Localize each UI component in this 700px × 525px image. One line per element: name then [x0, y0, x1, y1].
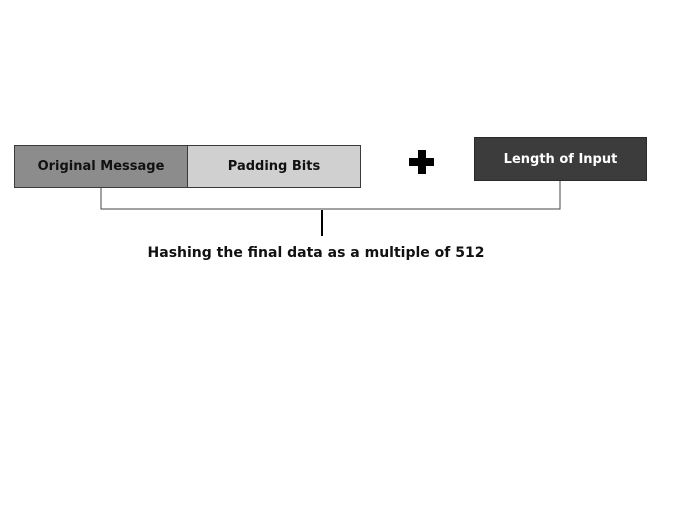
padding-bits-block: Padding Bits [187, 145, 361, 188]
original-message-block: Original Message [14, 145, 188, 188]
length-of-input-block: Length of Input [474, 137, 647, 181]
diagram-caption: Hashing the final data as a multiple of … [147, 245, 485, 261]
